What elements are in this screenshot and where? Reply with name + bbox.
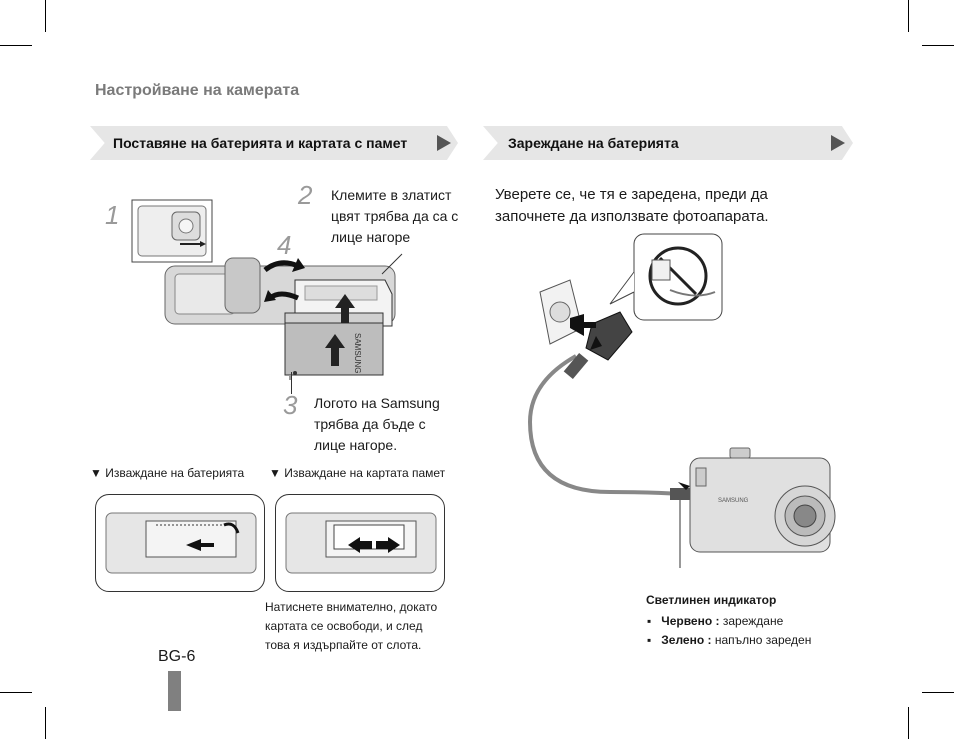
crop-mark [908, 707, 909, 739]
crop-mark [0, 45, 32, 46]
right-banner-label: Зареждане на батерията [508, 135, 679, 151]
step-3-text: Логото на Samsung трябва да бъде с лице … [314, 395, 440, 453]
charging-illustration: SAMSUNG [527, 233, 836, 568]
crop-mark [922, 45, 954, 46]
crop-mark [45, 0, 46, 32]
leader-line [291, 372, 292, 394]
indicator-item-green: ▪ Зелено : напълно зареден [647, 633, 812, 647]
play-arrow-icon [831, 135, 845, 151]
crop-mark [908, 0, 909, 32]
indicator-title: Светлинен индикатор [646, 593, 777, 607]
left-banner-label: Поставяне на батерията и картата с памет [113, 135, 408, 151]
page-tab [168, 671, 181, 711]
step-number-3: 3 [283, 390, 298, 420]
step-number-2: 2 [298, 180, 313, 210]
crop-mark [922, 692, 954, 693]
remove-battery-label: ▼ Изваждане на батерията [90, 466, 245, 480]
indicator-item-red: ▪ Червено : зареждане [647, 614, 784, 628]
play-arrow-icon [437, 135, 451, 151]
crop-mark [0, 692, 32, 693]
step-number-4: 4 [277, 230, 292, 260]
page-number: BG-6 [158, 648, 196, 665]
camera-logo: SAMSUNG [718, 498, 749, 504]
section-title: Настройване на камерата [95, 82, 300, 99]
remove-battery-figure [95, 494, 265, 592]
left-banner [90, 126, 458, 160]
card-note: Натиснете внимателно, докато картата се … [265, 600, 438, 652]
crop-mark [45, 707, 46, 739]
right-banner [483, 126, 853, 160]
battery-logo: SAMSUNG [353, 333, 362, 373]
remove-card-label: ▼ Изваждане на картата памет [269, 466, 446, 480]
remove-card-figure [275, 494, 445, 592]
battery-card-insertion-illustration: SAMSUNG [131, 199, 403, 380]
charge-intro: Уверете се, че тя е заредена, преди да з… [495, 186, 769, 225]
step-2-text: Клемите в златист цвят трябва да са с ли… [331, 187, 459, 245]
step-number-1: 1 [105, 200, 120, 230]
